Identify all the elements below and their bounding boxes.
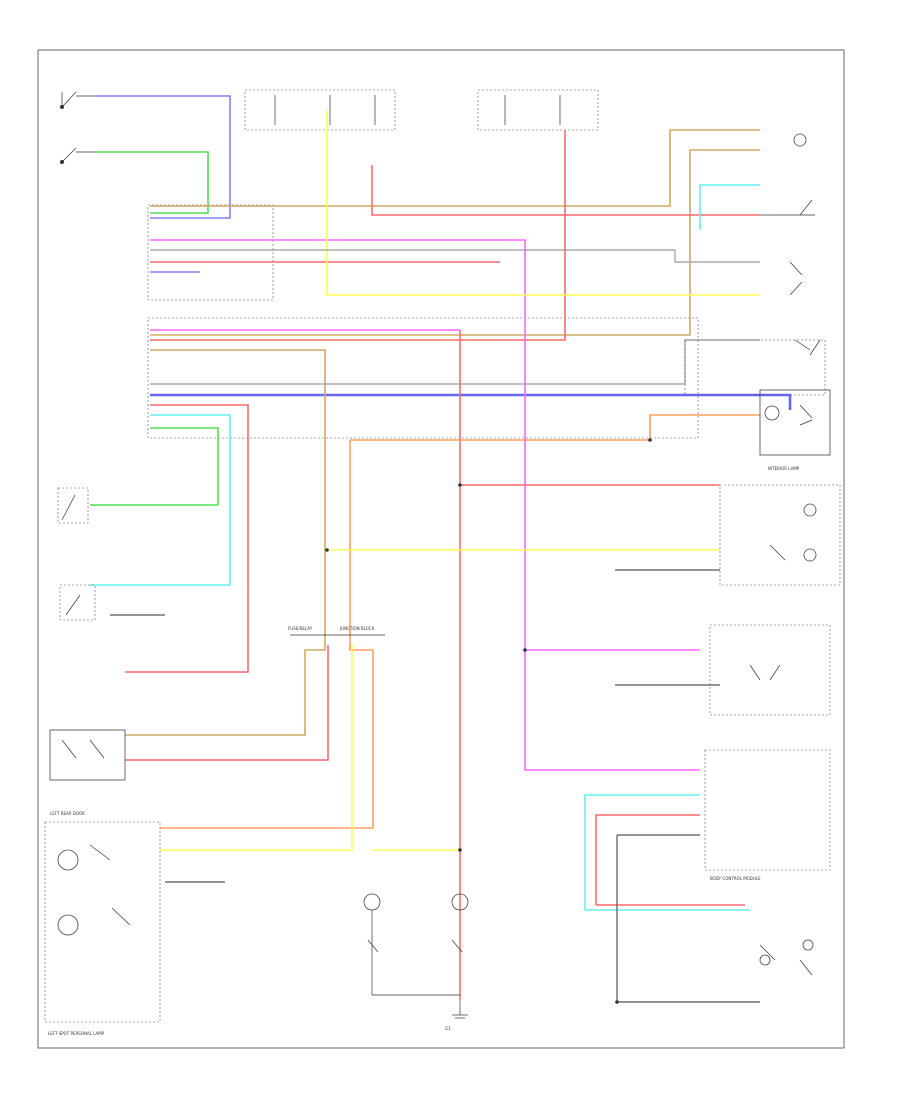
right-lamp-top	[793, 133, 807, 147]
wire-red-4	[125, 404, 249, 673]
splice-dot	[648, 438, 652, 442]
switch-right-3	[794, 339, 821, 356]
splice-dot	[523, 648, 527, 652]
wire-green-top	[96, 151, 209, 214]
fuse-block-left	[244, 89, 396, 131]
wire-cyan-3	[584, 794, 700, 910]
interior-lamp	[759, 389, 831, 456]
wire-tan-2	[150, 149, 760, 336]
wire-orange-1	[350, 414, 760, 441]
label-interior-lamp: INTERIOR LAMP	[768, 466, 800, 471]
splice-dot	[458, 848, 462, 852]
wire-red-7	[125, 645, 329, 761]
map-lamp-bulb-2	[803, 548, 817, 562]
ground-symbol	[452, 1000, 468, 1019]
wire-cyan-2	[699, 184, 760, 230]
wire-orange-2	[160, 440, 374, 829]
rear-module-switch-2	[769, 664, 781, 681]
map-lamp-bulb	[803, 503, 817, 517]
bcm-connector-lower	[147, 317, 699, 439]
rear-door-switch-left	[57, 487, 89, 524]
left-rear-door-switch	[49, 729, 126, 781]
rear-door-switch-left-contact	[61, 494, 76, 521]
label-ground: G1	[445, 1026, 451, 1031]
right-front-door-switch	[60, 147, 96, 164]
map-lamp-housing	[719, 484, 841, 586]
rear-module-switch	[749, 664, 761, 681]
bcm-connector-upper	[147, 204, 274, 301]
rear-door-switch-right	[760, 199, 815, 216]
wire-yellow-3	[160, 645, 353, 851]
fuse-block-right	[477, 89, 599, 131]
splice-dot	[325, 548, 329, 552]
wire-blue-top	[96, 95, 231, 219]
label-left-rear: LEFT REAR DOOR	[50, 811, 85, 816]
wire-tan-top	[150, 129, 760, 207]
spot-lamp-left	[363, 893, 381, 995]
wire-blue-main	[150, 393, 792, 410]
pocket-switch-left	[59, 584, 96, 621]
wire-tan-3	[125, 349, 326, 736]
wire-cyan-1	[90, 414, 231, 586]
wire-grey-1	[150, 249, 760, 263]
wire-dark-3	[616, 835, 760, 1003]
wire-yellow-1	[326, 110, 760, 296]
map-lamp-switch	[769, 544, 786, 561]
left-step-lamp	[44, 821, 161, 1023]
bcm-housing	[704, 749, 831, 871]
right-rear-door-switch	[60, 91, 96, 109]
diagram-frame	[37, 49, 845, 1049]
right-front-door-switch-bottom	[759, 939, 814, 976]
wire-red-1	[371, 165, 760, 216]
wire-red-3	[150, 130, 566, 341]
label-left-step-lamp: LEFT SPOT PERSONAL LAMP	[48, 1031, 105, 1036]
splice-dot	[458, 483, 462, 487]
switch-housing-right	[684, 339, 826, 396]
spot-lamp-right	[451, 893, 469, 953]
label-bcm: BODY CONTROL MODULE	[710, 876, 761, 881]
splice-dot	[615, 1000, 619, 1004]
label-junction-left: FUSE/RELAY	[288, 626, 313, 631]
rear-module-housing	[709, 624, 831, 716]
wire-red-8	[595, 814, 700, 905]
wire-green-lower	[90, 427, 219, 506]
wire-pink-1	[150, 239, 700, 771]
wire-grey-2	[150, 339, 760, 385]
rear-switch-right-2	[789, 261, 803, 296]
label-junction-right: JUNCTION BLOCK	[339, 626, 375, 631]
pocket-switch-left-contact	[65, 594, 81, 616]
